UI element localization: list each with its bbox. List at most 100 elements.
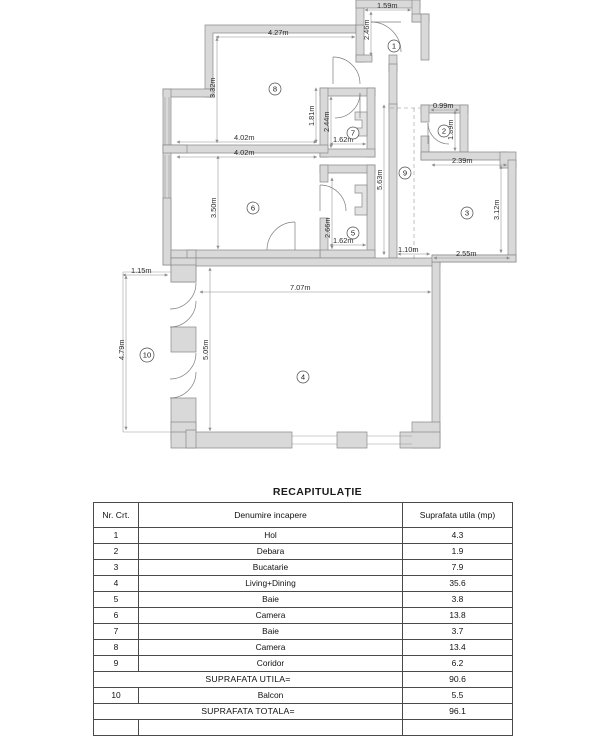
svg-text:1.62m: 1.62m — [333, 236, 354, 245]
header-area: Suprafata utila (mp) — [402, 502, 513, 528]
cell-name-cut — [138, 719, 403, 736]
cell-name: Camera — [138, 607, 403, 624]
svg-text:1.59m: 1.59m — [377, 1, 398, 10]
room-marker-4: 4 — [296, 370, 310, 384]
cell-name: Living+Dining — [138, 575, 403, 592]
cell-name: Baie — [138, 591, 403, 608]
window-glazing — [164, 97, 412, 445]
cell-nr: 10 — [93, 687, 139, 704]
subtotal-row: SUPRAFATA UTILA= 90.6 — [93, 671, 513, 688]
cell-area: 3.8 — [402, 591, 513, 608]
table-row: 2 Debara 1.9 — [93, 543, 513, 560]
total-label: SUPRAFATA TOTALA= — [93, 703, 403, 720]
cell-nr: 3 — [93, 559, 139, 576]
svg-text:2.44m: 2.44m — [322, 111, 331, 132]
cell-nr-cut — [93, 719, 139, 736]
svg-text:3.50m: 3.50m — [209, 197, 218, 218]
room-marker-2: 2 — [437, 124, 451, 138]
cell-area-cut — [402, 719, 513, 736]
cell-name: Baie — [138, 623, 403, 640]
svg-text:4.79m: 4.79m — [117, 339, 126, 360]
table-row-balcony: 10 Balcon 5.5 — [93, 687, 513, 704]
table-header-row: Nr. Crt. Denumire incapere Suprafata uti… — [93, 502, 513, 528]
cell-area: 1.9 — [402, 543, 513, 560]
floor-plan-page: 1.59m 2.46m 4.27m 3.32m 4.02m 1.81m 0.99… — [93, 0, 517, 736]
table-row: 1 Hol 4.3 — [93, 527, 513, 544]
svg-text:2.66m: 2.66m — [323, 217, 332, 238]
recapitulation-table: Nr. Crt. Denumire incapere Suprafata uti… — [93, 502, 513, 736]
cell-area: 4.3 — [402, 527, 513, 544]
svg-text:1.10m: 1.10m — [398, 245, 419, 254]
cell-name: Debara — [138, 543, 403, 560]
recap-title: RECAPITULAȚIE — [272, 486, 363, 498]
svg-text:10: 10 — [143, 351, 151, 360]
table-row: 6 Camera 13.8 — [93, 607, 513, 624]
svg-text:4.27m: 4.27m — [268, 28, 289, 37]
svg-text:5.63m: 5.63m — [375, 169, 384, 190]
table-row: 8 Camera 13.4 — [93, 639, 513, 656]
cell-nr: 5 — [93, 591, 139, 608]
svg-text:3.12m: 3.12m — [492, 199, 501, 220]
cell-nr: 6 — [93, 607, 139, 624]
header-name: Denumire incapere — [138, 502, 403, 528]
room-marker-3: 3 — [460, 206, 474, 220]
svg-text:3.32m: 3.32m — [208, 77, 217, 98]
dimension-labels: 1.59m 2.46m 4.27m 3.32m 4.02m 1.81m 0.99… — [117, 1, 501, 360]
cell-area: 35.6 — [402, 575, 513, 592]
cell-name: Coridor — [138, 655, 403, 672]
cell-nr: 7 — [93, 623, 139, 640]
room-marker-5: 5 — [346, 226, 360, 240]
cell-nr: 1 — [93, 527, 139, 544]
svg-text:5: 5 — [351, 229, 355, 238]
door-swings — [169, 21, 450, 399]
cell-nr: 2 — [93, 543, 139, 560]
svg-text:4.02m: 4.02m — [234, 148, 255, 157]
svg-text:2.46m: 2.46m — [362, 19, 371, 40]
dimension-lines — [122, 8, 510, 433]
svg-text:5.05m: 5.05m — [201, 339, 210, 360]
cell-area: 13.8 — [402, 607, 513, 624]
svg-text:1.89m: 1.89m — [446, 119, 455, 140]
subtotal-label: SUPRAFATA UTILA= — [93, 671, 403, 688]
svg-text:0.99m: 0.99m — [433, 101, 454, 110]
cell-area: 5.5 — [402, 687, 513, 704]
svg-text:1.62m: 1.62m — [333, 135, 354, 144]
svg-text:4.02m: 4.02m — [234, 133, 255, 142]
svg-text:1.15m: 1.15m — [131, 266, 152, 275]
svg-text:8: 8 — [273, 85, 277, 94]
table-row: 4 Living+Dining 35.6 — [93, 575, 513, 592]
header-nr: Nr. Crt. — [93, 502, 139, 528]
table-row: 3 Bucatarie 7.9 — [93, 559, 513, 576]
table-row: 9 Coridor 6.2 — [93, 655, 513, 672]
svg-text:2.39m: 2.39m — [452, 156, 473, 165]
room-marker-7: 7 — [346, 126, 360, 140]
cell-area: 13.4 — [402, 639, 513, 656]
cell-name: Balcon — [138, 687, 403, 704]
svg-text:3: 3 — [465, 209, 469, 218]
cell-nr: 4 — [93, 575, 139, 592]
svg-text:7: 7 — [351, 129, 355, 138]
svg-text:6: 6 — [251, 204, 255, 213]
svg-text:9: 9 — [403, 169, 407, 178]
cell-name: Camera — [138, 639, 403, 656]
table-row: 5 Baie 3.8 — [93, 591, 513, 608]
cell-area: 7.9 — [402, 559, 513, 576]
room-marker-10: 10 — [139, 347, 155, 363]
table-row-cutoff — [93, 719, 513, 736]
room-marker-1: 1 — [387, 39, 401, 53]
cell-name: Hol — [138, 527, 403, 544]
subtotal-value: 90.6 — [402, 671, 513, 688]
svg-text:1.81m: 1.81m — [307, 105, 316, 126]
total-value: 96.1 — [402, 703, 513, 720]
table-row: 7 Baie 3.7 — [93, 623, 513, 640]
recapitulation-section: RECAPITULAȚIE Nr. Crt. Denumire incapere… — [93, 486, 513, 736]
floor-plan-drawing: 1.59m 2.46m 4.27m 3.32m 4.02m 1.81m 0.99… — [117, 0, 517, 449]
svg-text:4: 4 — [301, 373, 305, 382]
svg-text:1: 1 — [392, 42, 396, 51]
room-marker-8: 8 — [268, 82, 282, 96]
room-marker-9: 9 — [398, 166, 412, 180]
svg-text:2.55m: 2.55m — [456, 249, 477, 258]
plan-walls — [162, 0, 517, 449]
svg-text:2: 2 — [442, 127, 446, 136]
cell-nr: 8 — [93, 639, 139, 656]
